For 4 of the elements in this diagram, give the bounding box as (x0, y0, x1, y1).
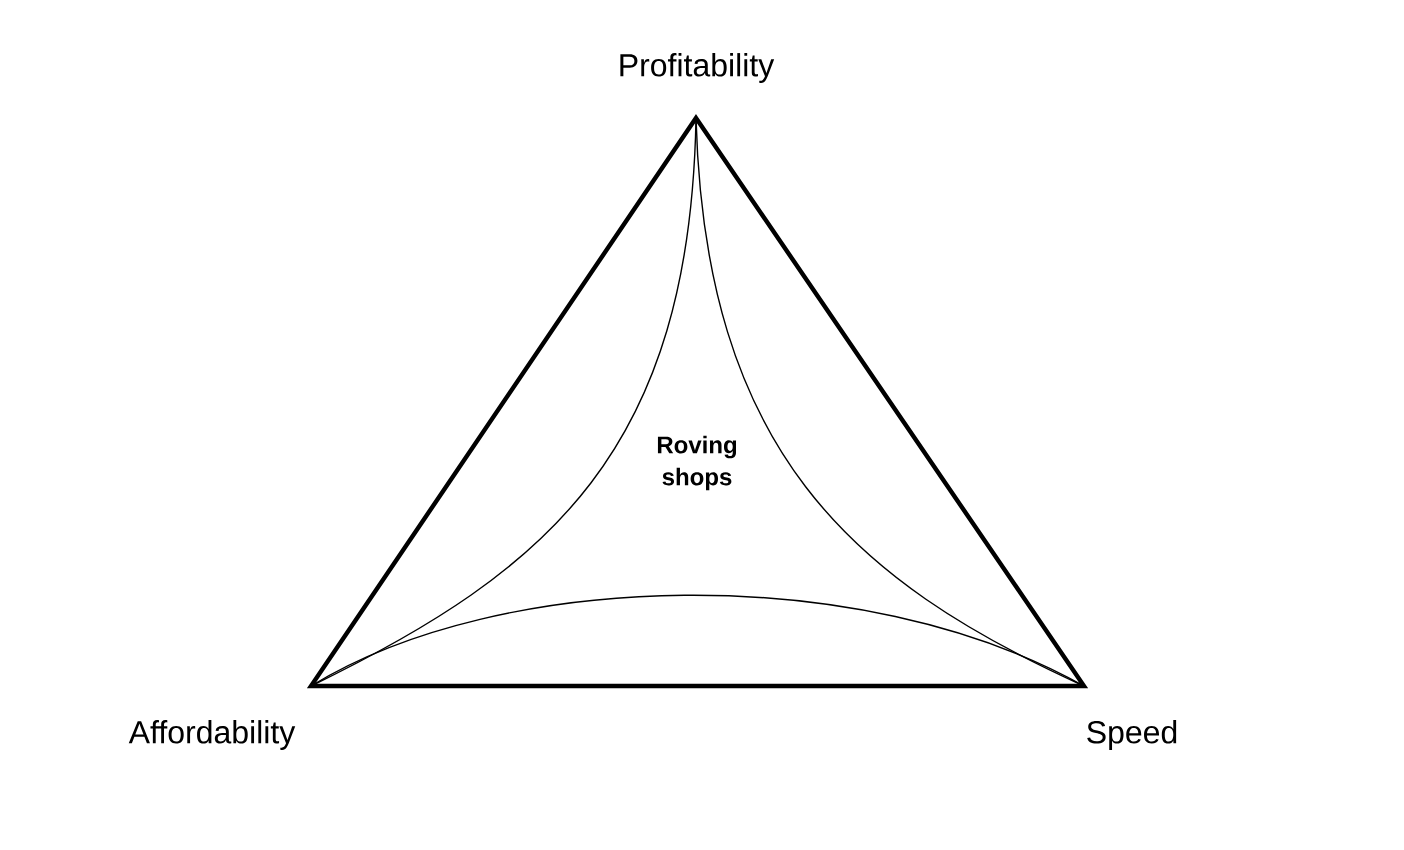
center-label: Roving shops (657, 435, 737, 491)
corner-label: Speed (1087, 720, 1177, 750)
corner-label: Affordability (128, 720, 296, 750)
corner-label: Profitability (620, 53, 775, 83)
